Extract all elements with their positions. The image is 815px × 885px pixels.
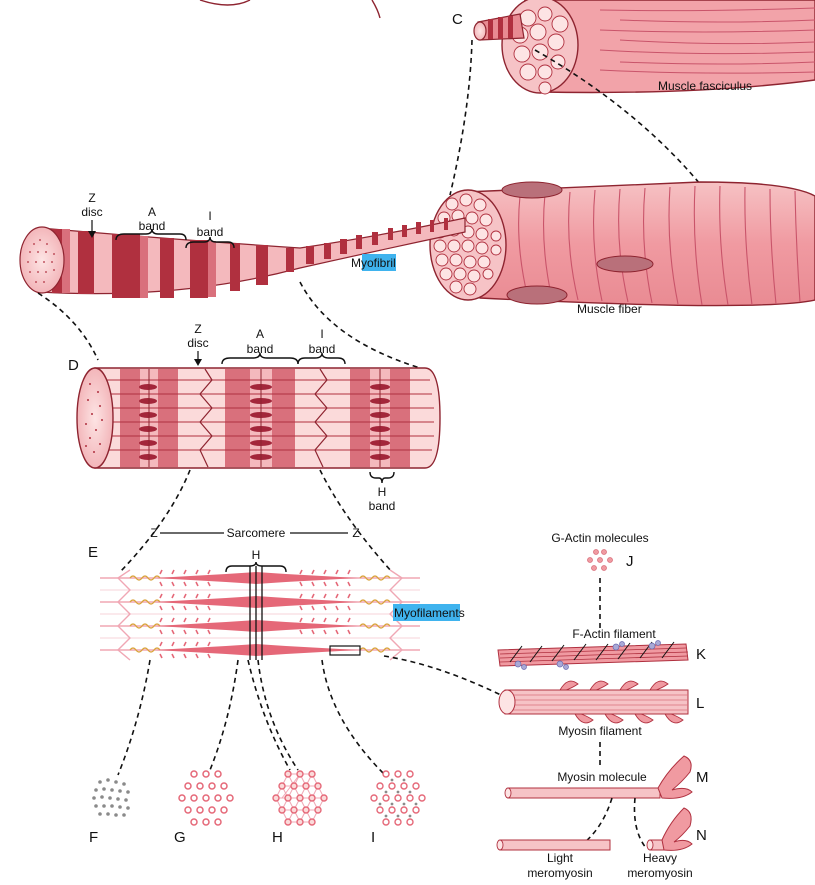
- label-C: C: [452, 11, 463, 28]
- heavy-meromyosin-label: Heavy: [643, 851, 677, 865]
- label-L: L: [696, 695, 704, 712]
- label-K: K: [696, 646, 706, 663]
- z-disc-arrowhead-top: [88, 231, 96, 238]
- label-H: H: [272, 829, 283, 846]
- label-D: D: [68, 357, 79, 374]
- z-disc-label-d: Z: [194, 322, 201, 336]
- z-disc-label-top: Z: [88, 191, 95, 205]
- connector-e-i: [321, 659, 386, 776]
- h-band-brace-d: [369, 471, 395, 484]
- myofilaments-label-highlight: [393, 604, 460, 621]
- heavy-meromyosin-label-2: meromyosin: [627, 866, 692, 880]
- label-M: M: [696, 769, 709, 786]
- h-band-label-d: H: [378, 485, 387, 499]
- a-band-brace-d: [221, 352, 299, 365]
- label-I: I: [371, 829, 375, 846]
- actin-dots-icon: [92, 778, 130, 817]
- myosin-molecule: [504, 755, 693, 799]
- connector-m-light: [579, 797, 613, 847]
- connector-box-myosin: [383, 655, 506, 698]
- myosin-filament: [498, 680, 689, 724]
- a-band-label-d: A: [256, 327, 264, 341]
- connector-myofibril-d-right: [299, 281, 421, 369]
- myofibril-segment: [76, 367, 441, 469]
- sarcomere-diagram: [100, 566, 420, 661]
- connector-e-f: [117, 659, 151, 776]
- label-F: F: [89, 829, 98, 846]
- i-band-label-d-2: band: [309, 342, 336, 356]
- light-meromyosin: [496, 839, 611, 851]
- connector-e-g: [209, 659, 239, 771]
- f-actin-filament: [497, 640, 689, 670]
- i-band-label-d: I: [320, 327, 323, 341]
- myosin-molecule-label: Myosin molecule: [557, 770, 647, 784]
- muscle-fasciculus: [473, 0, 815, 95]
- f-actin-label: F-Actin filament: [572, 627, 656, 641]
- connector-m-heavy: [633, 797, 647, 849]
- muscle-fasciculus-label: Muscle fasciculus: [658, 79, 752, 93]
- connector-d-e-left: [119, 469, 191, 573]
- a-band-label-top: A: [148, 205, 156, 219]
- sarcomere-h-label: H: [252, 548, 261, 562]
- upper-structure-fragment: [199, 0, 251, 6]
- connector-d-e-right: [319, 469, 393, 573]
- muscle-fiber-label: Muscle fiber: [577, 302, 642, 316]
- sarcomere-detail-box: [329, 645, 361, 656]
- i-band-brace-d: [297, 352, 346, 365]
- label-E: E: [88, 544, 98, 561]
- i-band-label-top: I: [208, 209, 211, 223]
- label-N: N: [696, 827, 707, 844]
- myofibril: [19, 217, 466, 298]
- a-band-label-top-2: band: [139, 219, 166, 233]
- z-disc-arrowhead-d: [194, 359, 202, 366]
- a-band-label-d-2: band: [247, 342, 274, 356]
- h-band-label-d-2: band: [369, 499, 396, 513]
- myofilaments-label: Myofilaments: [394, 606, 465, 620]
- connector-e-h-right: [257, 659, 299, 771]
- myofibril-label: Myofibril: [351, 256, 396, 270]
- upper-structure-fragment-2: [371, 0, 381, 19]
- g-actin-label: G-Actin molecules: [551, 531, 648, 545]
- light-meromyosin-label-2: meromyosin: [527, 866, 592, 880]
- sarcomere-z-left: Z: [150, 526, 157, 540]
- label-J: J: [626, 553, 634, 570]
- g-actin-molecules-icon: [587, 549, 613, 571]
- connector-myofibril-d-left: [37, 292, 99, 361]
- connector-c-fiber-right: [534, 49, 706, 191]
- sarcomere-label: Sarcomere: [227, 526, 286, 540]
- connector-e-h-left: [247, 659, 291, 771]
- heavy-meromyosin: [646, 807, 693, 851]
- myofibril-label-highlight: [362, 254, 396, 271]
- z-disc-label-d-2: disc: [187, 336, 208, 350]
- mixed-lattice-icon: [370, 770, 426, 826]
- sarcomere-z-right: Z: [352, 526, 359, 540]
- z-disc-label-top-2: disc: [81, 205, 102, 219]
- i-band-brace-top: [185, 236, 235, 249]
- sarcomere-h-brace: [225, 561, 287, 573]
- label-G: G: [174, 829, 186, 846]
- muscle-fiber: [429, 181, 815, 307]
- light-meromyosin-label: Light: [547, 851, 574, 865]
- hexagonal-lattice-icon: [272, 770, 328, 826]
- myosin-filament-label: Myosin filament: [558, 724, 642, 738]
- i-band-label-top-2: band: [197, 225, 224, 239]
- connector-c-fiber-left: [449, 39, 473, 196]
- myosin-dots-icon: [178, 770, 234, 826]
- a-band-brace-top: [115, 228, 187, 241]
